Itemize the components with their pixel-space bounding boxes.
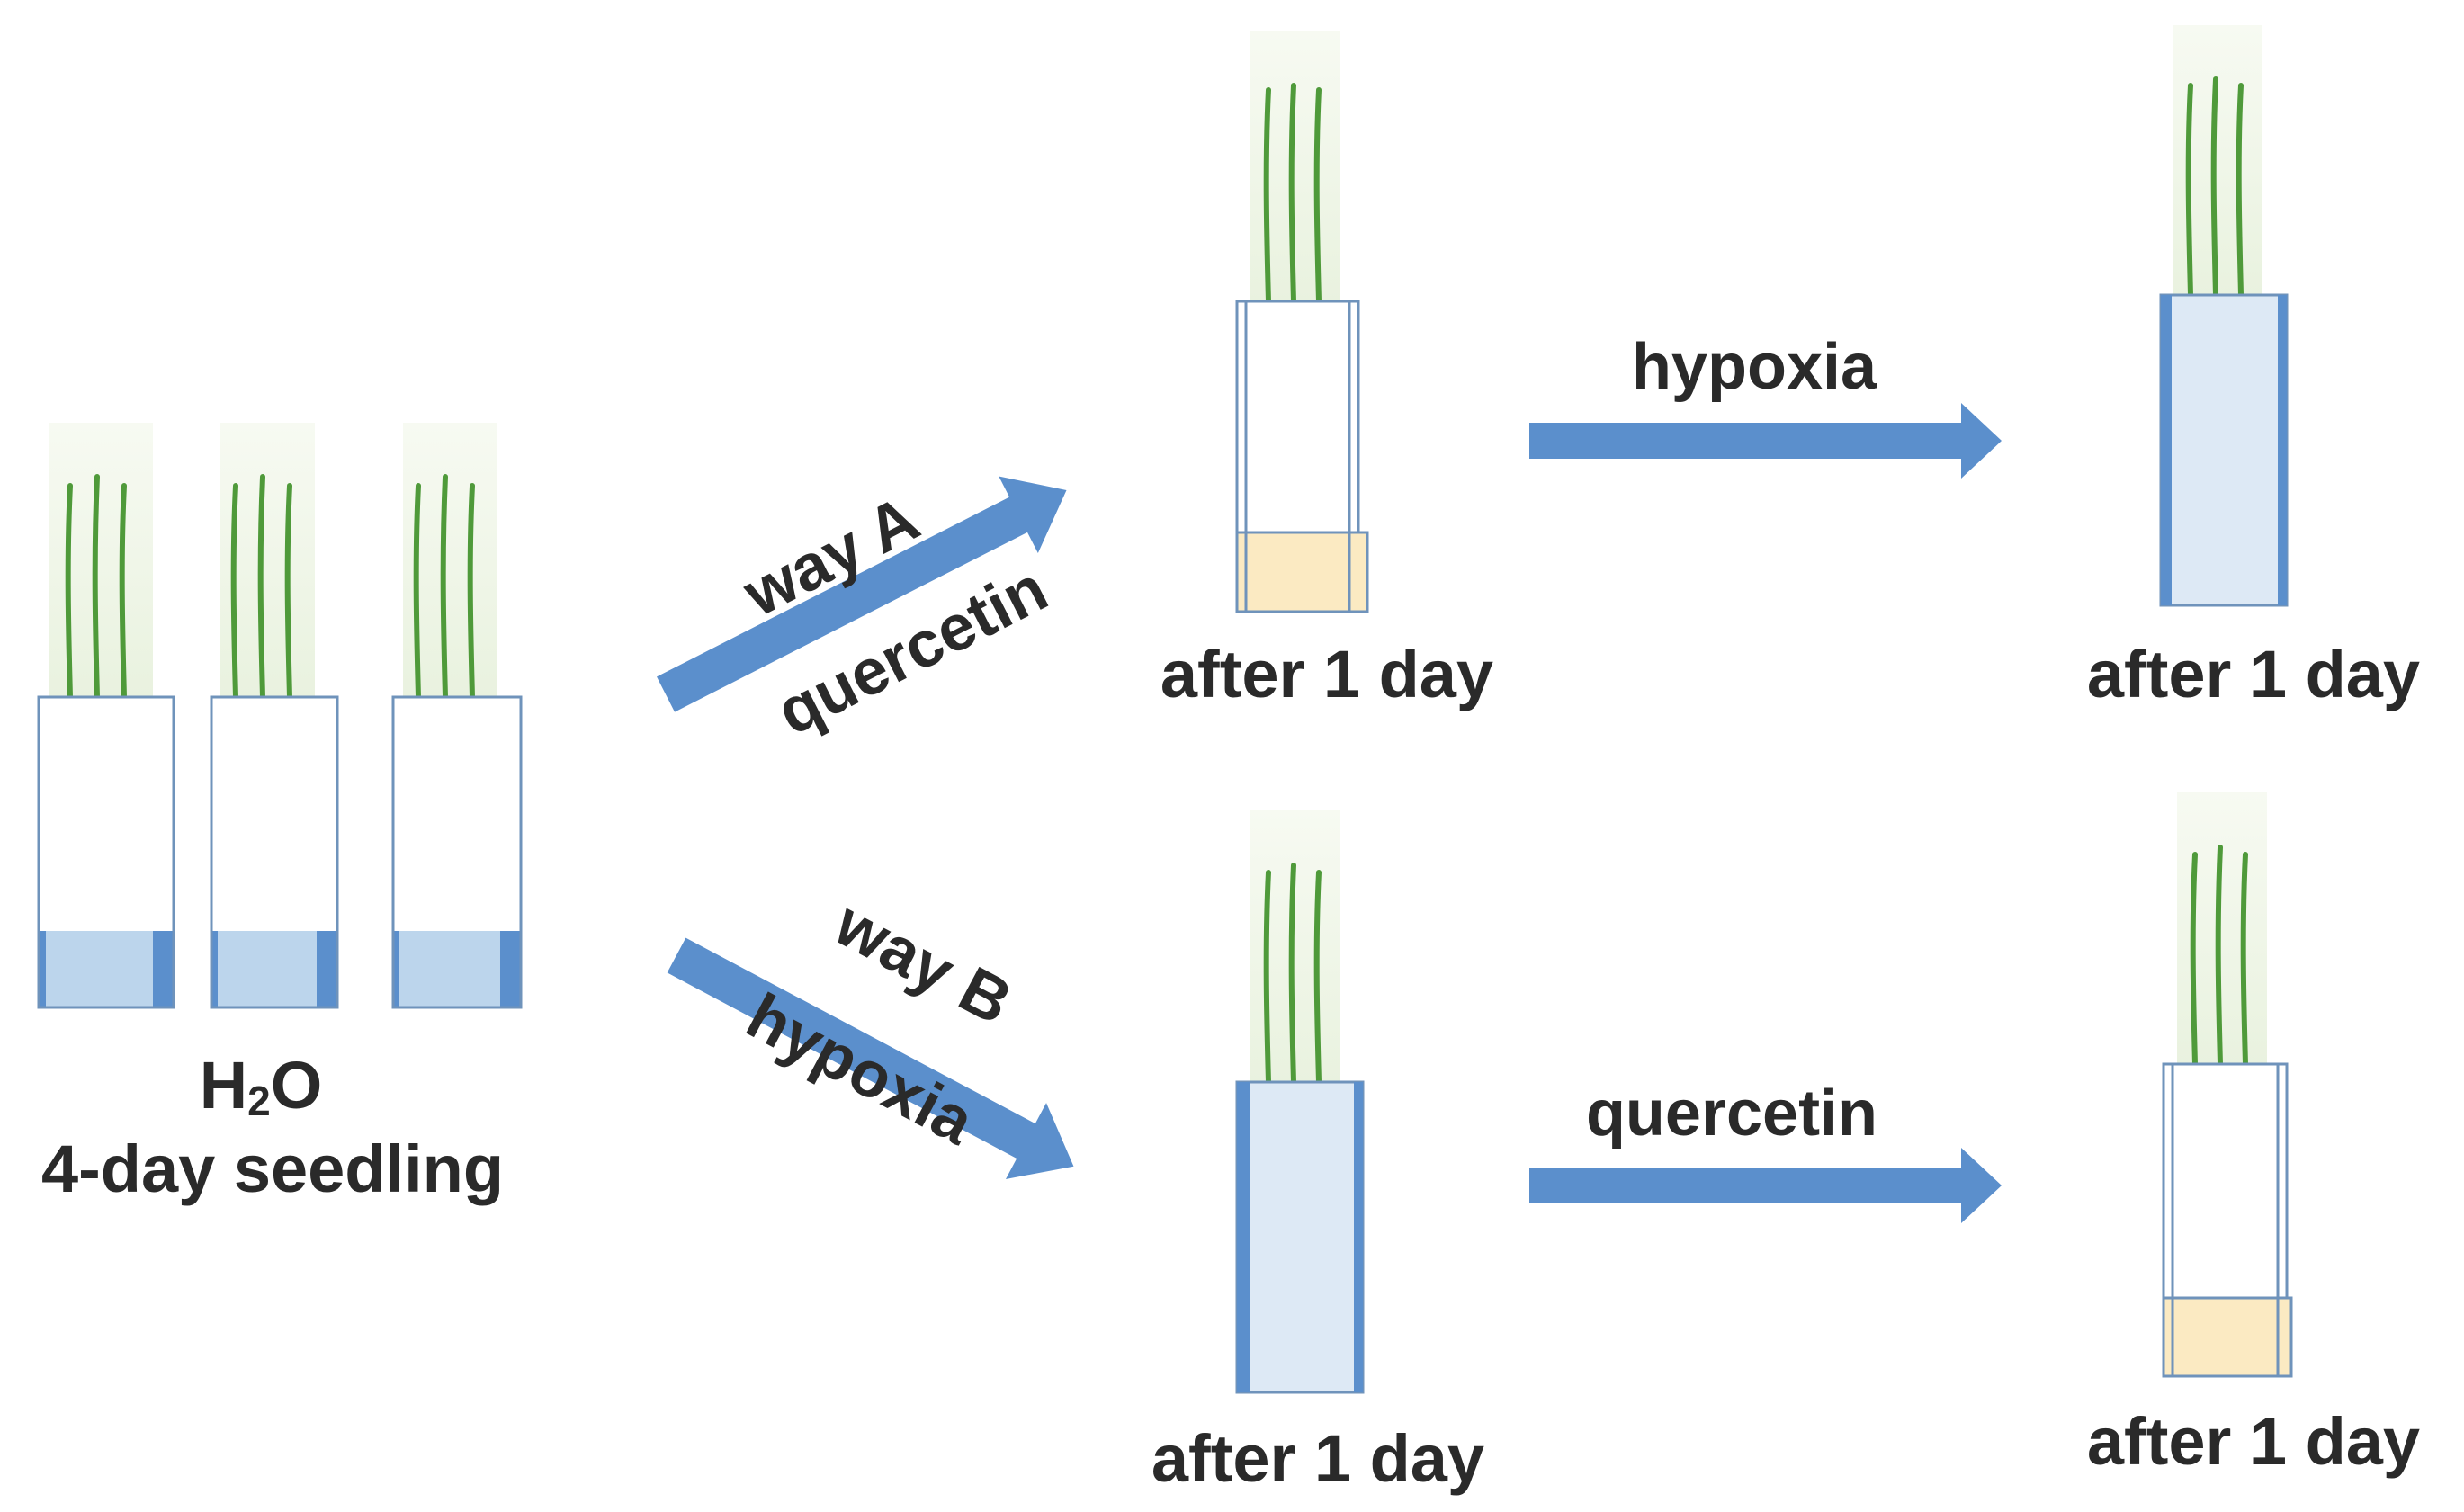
start-caption: 4-day seedling — [41, 1132, 504, 1206]
seedling-leaves — [230, 474, 292, 700]
seedling-leaves — [1263, 83, 1322, 304]
water-fill — [39, 931, 174, 1007]
way-a-step2-caption: after 1 day — [2087, 637, 2420, 711]
water-formula-label: H2O — [200, 1048, 323, 1124]
way-b-step2-caption: after 1 day — [2087, 1404, 2420, 1479]
seedling-leaves — [2190, 845, 2248, 1067]
quercetin-fill — [1235, 531, 1369, 613]
quercetin-fill — [2162, 1296, 2293, 1378]
way-b-step1-tube: after 1 day — [1151, 810, 1484, 1496]
way-b-step2-arrow-group: quercetin — [1529, 1078, 2002, 1223]
seedling-leaves — [1263, 863, 1322, 1085]
seedling-leaves — [65, 474, 127, 700]
way-a-step2-tube: after 1 day — [2087, 25, 2420, 711]
way-a-arrow-group: way A quercetin — [657, 476, 1067, 749]
way-a-step1-tube: after 1 day — [1160, 31, 1493, 711]
hypoxia-fill — [2159, 293, 2289, 607]
way-a-hypoxia-arrow — [1529, 403, 2002, 479]
way-a-arrow — [657, 476, 1067, 712]
seedling-leaves — [2185, 76, 2244, 298]
seedling-leaves — [413, 474, 475, 700]
water-fill — [393, 931, 521, 1007]
way-a-step1-caption: after 1 day — [1160, 637, 1493, 711]
way-b-arrow — [667, 937, 1074, 1179]
start-seedling-group: H2O 4-day seedling — [37, 423, 523, 1206]
way-b-quercetin-arrow — [1529, 1148, 2002, 1223]
way-a-step2-label: hypoxia — [1632, 331, 1877, 403]
water-fill — [211, 931, 337, 1007]
way-b-step2-label: quercetin — [1586, 1078, 1877, 1150]
seedling-tube-1 — [37, 423, 175, 1009]
seedling-tube-3 — [391, 423, 523, 1009]
way-b-step1-caption: after 1 day — [1151, 1421, 1484, 1496]
way-b-step2-tube: after 1 day — [2087, 792, 2420, 1479]
hypoxia-fill — [1235, 1080, 1365, 1394]
seedling-glow — [49, 423, 153, 697]
way-b-label: way B — [823, 887, 1023, 1039]
seedling-tube-2 — [210, 423, 339, 1009]
way-b-arrow-group: way B hypoxia — [667, 887, 1074, 1179]
way-a-step2-arrow-group: hypoxia — [1529, 331, 2002, 479]
